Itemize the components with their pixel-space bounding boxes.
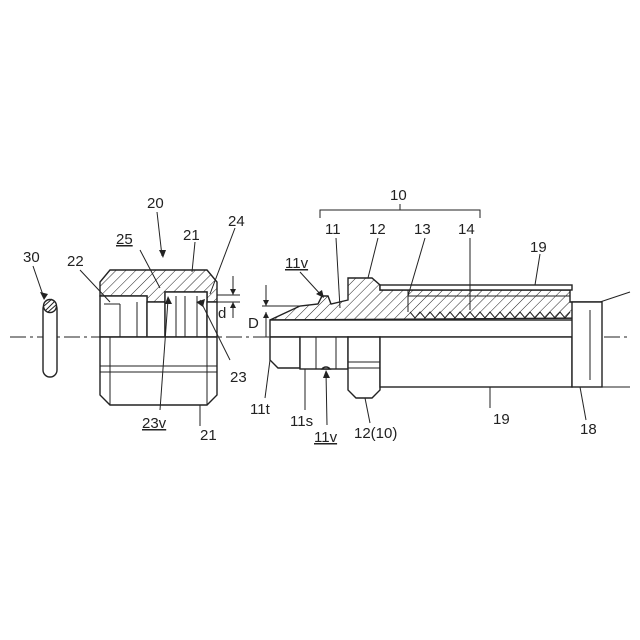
- label-20: 20: [147, 195, 164, 212]
- tube-19-upper: [380, 285, 572, 290]
- label-18: 18: [580, 421, 597, 438]
- nut-lower-hex: [100, 337, 217, 405]
- label-11s: 11s: [290, 413, 313, 430]
- label-11t: 11t: [250, 401, 271, 418]
- label-22: 22: [67, 253, 84, 270]
- label-11v-top: 11v: [285, 255, 309, 272]
- label-12: 12: [369, 221, 386, 238]
- tube-19-lower: [380, 337, 572, 387]
- pipe-18: [572, 302, 602, 387]
- fitting-upper-section: [270, 278, 600, 320]
- label-10: 10: [390, 187, 407, 204]
- label-11: 11: [325, 221, 341, 238]
- label-24: 24: [228, 213, 245, 230]
- label-21-top: 21: [183, 227, 200, 244]
- label-23: 23: [230, 369, 247, 386]
- label-13: 13: [414, 221, 431, 238]
- label-11v-bottom: 11v: [314, 429, 338, 446]
- nut-20: [100, 270, 217, 405]
- label-21-bottom: 21: [200, 427, 217, 444]
- label-14: 14: [458, 221, 475, 238]
- label-12-10: 12(10): [354, 425, 397, 442]
- fitting-lower-exterior: [270, 337, 300, 368]
- label-23v: 23v: [142, 415, 167, 432]
- label-d: d: [218, 305, 226, 322]
- fitting-body-10: [270, 278, 630, 398]
- o-ring-30: [43, 299, 57, 377]
- label-D: D: [248, 315, 259, 332]
- label-25: 25: [116, 231, 133, 248]
- bracket-10: [320, 204, 480, 218]
- label-19-top: 19: [530, 239, 547, 256]
- label-19-bottom: 19: [493, 411, 510, 428]
- label-30: 30: [23, 249, 40, 266]
